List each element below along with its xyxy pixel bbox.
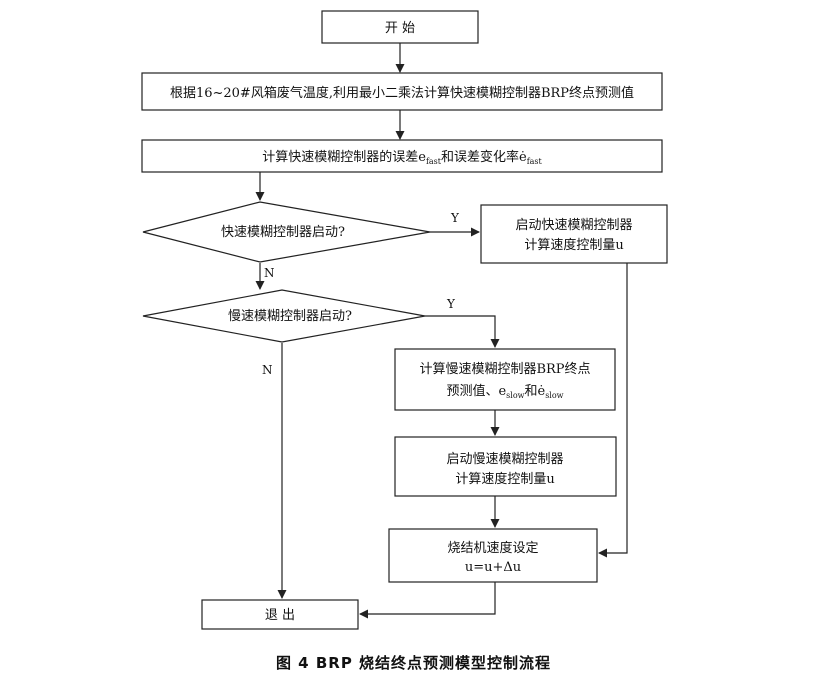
- node-slow-start: 启动慢速模糊控制器 计算速度控制量u: [394, 436, 617, 497]
- node-slow-calc-line2: 预测值、eslow和ėslow: [446, 383, 563, 400]
- slow-calc-sub1: slow: [506, 391, 524, 400]
- node-slow-start-line1: 启动慢速模糊控制器: [446, 451, 563, 467]
- node-exit: 退 出: [201, 599, 359, 630]
- node-slow-calc: 计算慢速模糊控制器BRP终点 预测值、eslow和ėslow: [394, 348, 616, 411]
- slow-calc-sub2: slow: [545, 391, 563, 400]
- figure-caption: 图 4 BRP 烧结终点预测模型控制流程: [275, 654, 552, 672]
- edge-slow-yes: [425, 315, 500, 348]
- edge-fast-start-to-speed-set: [598, 263, 628, 558]
- label-slow-yes: Y: [446, 297, 456, 311]
- node-speed-set: 烧结机速度设定 u=u+Δu: [388, 528, 598, 583]
- node-fast-decision: 快速模糊控制器启动?: [142, 201, 431, 263]
- label-slow-no: N: [262, 363, 273, 377]
- node-fast-start: 启动快速模糊控制器 计算速度控制量u: [480, 204, 668, 264]
- slow-calc-prefix: 预测值、e: [446, 383, 506, 399]
- node-fast-start-line2: 计算速度控制量u: [524, 237, 623, 253]
- node-fast-decision-label: 快速模糊控制器启动?: [221, 224, 345, 240]
- node-start: 开 始: [321, 10, 479, 44]
- calc-error-sub2: fast: [527, 157, 543, 166]
- node-slow-calc-line1: 计算慢速模糊控制器BRP终点: [419, 361, 590, 377]
- node-start-label: 开 始: [385, 21, 415, 36]
- node-calc-endpoint: 根据16~20#风箱废气温度,利用最小二乘法计算快速模糊控制器BRP终点预测值: [141, 72, 663, 111]
- calc-error-sub1: fast: [426, 157, 442, 166]
- node-calc-error-label: 计算快速模糊控制器的误差efast和误差变化率ėfast: [262, 149, 542, 166]
- node-slow-decision: 慢速模糊控制器启动?: [142, 289, 426, 343]
- node-fast-start-line1: 启动快速模糊控制器: [515, 217, 632, 233]
- node-speed-set-line1: 烧结机速度设定: [447, 540, 538, 556]
- node-exit-label: 退 出: [265, 608, 295, 623]
- node-speed-set-line2: u=u+Δu: [465, 560, 521, 575]
- calc-error-mid: 和误差变化率ė: [441, 149, 527, 165]
- node-calc-error: 计算快速模糊控制器的误差efast和误差变化率ėfast: [141, 139, 663, 173]
- node-calc-endpoint-label: 根据16~20#风箱废气温度,利用最小二乘法计算快速模糊控制器BRP终点预测值: [170, 85, 634, 101]
- edges: [255, 43, 628, 619]
- calc-error-prefix: 计算快速模糊控制器的误差e: [262, 149, 426, 165]
- slow-calc-mid: 和ė: [525, 384, 546, 399]
- label-fast-no: N: [264, 266, 275, 280]
- node-slow-start-line2: 计算速度控制量u: [455, 471, 554, 487]
- edge-speed-set-to-exit: [359, 582, 496, 619]
- node-slow-decision-label: 慢速模糊控制器启动?: [228, 308, 352, 324]
- label-fast-yes: Y: [450, 211, 460, 225]
